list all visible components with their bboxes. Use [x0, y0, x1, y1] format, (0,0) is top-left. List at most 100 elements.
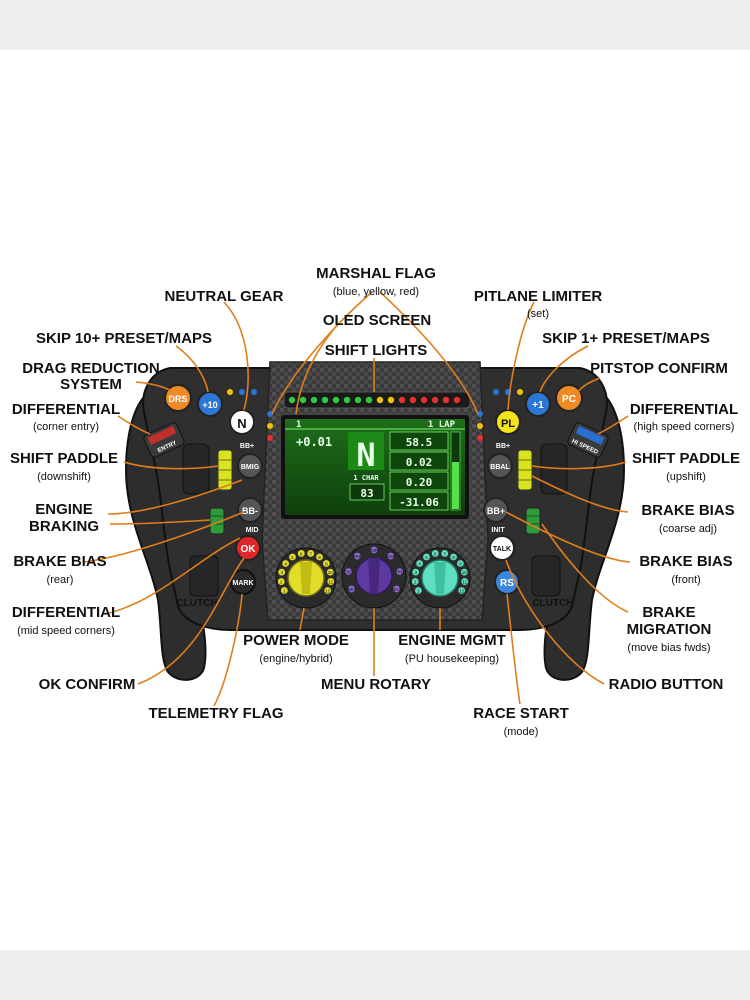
power-mode-position-marker — [278, 568, 286, 576]
bmig-label: BMIG — [241, 464, 260, 471]
engine-mgmt-position-marker — [431, 550, 439, 557]
bmig-button[interactable] — [237, 453, 263, 479]
shift-light — [321, 396, 329, 404]
engine-mgmt-position-marker — [423, 553, 430, 561]
engine-mgmt-position-label: 8 — [452, 555, 455, 560]
power-mode-position-marker — [316, 553, 323, 561]
bbal-label: BBAL — [490, 464, 510, 471]
screen-value-3: 0.20 — [406, 476, 433, 489]
engine-mgmt-position-marker — [414, 587, 422, 594]
pitstop-confirm-label: PC — [562, 394, 576, 405]
label-brake-bias-rear: BRAKE BIAS — [13, 553, 106, 570]
right-clutch-paddle[interactable] — [531, 555, 561, 597]
buttons: DRS +10 N PL +1 PC ENTRY HI SPEED — [143, 384, 609, 609]
label-brake-bias-front: BRAKE BIAS — [639, 553, 732, 570]
power-mode-position-label: 5 — [291, 555, 294, 560]
engine-mgmt-position-label: 10 — [462, 570, 468, 575]
label-ok-confirm: OK CONFIRM — [39, 676, 136, 693]
label-menu-rotary: MENU ROTARY — [321, 676, 431, 693]
power-mode-position-label: 11 — [328, 580, 333, 585]
race-start-label: RS — [500, 578, 514, 589]
pitstop-confirm-button[interactable] — [555, 384, 583, 412]
clutch-left-label: CLUTCH — [176, 598, 217, 609]
label-brake-migration-2: MIGRATION — [627, 621, 712, 638]
neutral-button-label: N — [237, 416, 246, 431]
bb-minus-label: BB- — [242, 506, 258, 516]
menu-position-marker — [353, 552, 361, 560]
label-diff-entry-sub: (corner entry) — [33, 421, 99, 433]
brake-migration-rotary[interactable] — [525, 507, 541, 535]
power-mode-position-marker — [307, 550, 315, 557]
drs-button-label: DRS — [168, 394, 187, 404]
power-mode-position-label: 6 — [300, 551, 303, 556]
skip10-button[interactable] — [197, 391, 223, 417]
label-pitstop-confirm: PITSTOP CONFIRM — [590, 360, 728, 377]
label-marshal-flag-sub: (blue, yellow, red) — [333, 286, 419, 298]
power-mode-position-marker — [289, 553, 296, 561]
engine-mgmt-position-marker — [461, 578, 469, 585]
label-brake-bias-front-sub: (front) — [671, 574, 700, 586]
label-skip10: SKIP 10+ PRESET/MAPS — [36, 330, 212, 347]
engine-mgmt-position-marker — [411, 578, 419, 585]
power-mode-position-marker — [282, 560, 290, 567]
engine-mgmt-position-marker — [460, 568, 468, 576]
mark-button[interactable] — [230, 569, 256, 595]
power-mode-position-marker — [277, 578, 285, 585]
label-shift-up: SHIFT PADDLE — [632, 450, 740, 467]
power-mode-position-marker — [327, 578, 335, 585]
left-clutch-paddle[interactable] — [189, 555, 219, 597]
mid-label: MID — [246, 527, 259, 534]
shift-light — [288, 396, 296, 404]
neutral-button[interactable] — [229, 409, 255, 435]
skip1-button-label: +1 — [532, 400, 544, 411]
label-brake-bias-coarse-sub: (coarse adj) — [659, 523, 717, 535]
label-shift-lights: SHIFT LIGHTS — [325, 342, 428, 359]
engine-mgmt-position-label: 1 — [417, 589, 420, 594]
menu-position-marker — [387, 552, 395, 560]
engine-mgmt-position-label: 4 — [418, 561, 421, 566]
label-brake-migration-sub: (move bias fwds) — [627, 642, 710, 654]
shift-light — [431, 396, 439, 404]
skip1-button[interactable] — [525, 391, 551, 417]
power-mode-position-label: 1 — [283, 589, 286, 594]
bb-plus-right-label: BB+ — [496, 443, 510, 450]
label-brake-bias-coarse: BRAKE BIAS — [641, 502, 734, 519]
shift-light — [376, 396, 384, 404]
label-oled-screen: OLED SCREEN — [323, 312, 431, 329]
label-power-mode-sub: (engine/hybrid) — [259, 653, 332, 665]
menu-position-label: EXIT — [343, 569, 353, 574]
label-diff-entry: DIFFERENTIAL — [12, 401, 120, 418]
power-mode-position-label: 8 — [318, 555, 321, 560]
power-mode-position-marker — [322, 560, 330, 567]
label-skip1: SKIP 1+ PRESET/MAPS — [542, 330, 710, 347]
shift-light — [310, 396, 318, 404]
engine-braking-rotary[interactable] — [209, 507, 225, 535]
power-mode-position-label: 7 — [309, 551, 312, 556]
talk-button[interactable] — [489, 535, 515, 561]
engine-mgmt-position-label: 3 — [414, 570, 417, 575]
screen-fuel: 83 — [360, 487, 373, 500]
bb-plus-button[interactable] — [483, 497, 509, 523]
label-diff-high: DIFFERENTIAL — [630, 401, 738, 418]
engine-mgmt-position-marker — [450, 553, 457, 561]
label-pitlane-limiter-sub: (set) — [527, 308, 549, 320]
engine-mgmt-position-marker — [456, 560, 464, 567]
shift-light — [453, 396, 461, 404]
power-mode-position-label: 2 — [280, 580, 283, 585]
bb-plus-label: BB+ — [487, 506, 505, 516]
label-diff-high-sub: (high speed corners) — [634, 421, 735, 433]
label-shift-down: SHIFT PADDLE — [10, 450, 118, 467]
ok-label: OK — [241, 544, 257, 555]
bb-minus-button[interactable] — [237, 497, 263, 523]
power-mode-position-label: 10 — [328, 570, 334, 575]
talk-label: TALK — [493, 546, 511, 553]
shift-light — [409, 396, 417, 404]
ok-button[interactable] — [235, 535, 261, 561]
bbal-button[interactable] — [487, 453, 513, 479]
menu-position-marker — [348, 585, 355, 593]
label-neutral-gear: NEUTRAL GEAR — [165, 288, 284, 305]
